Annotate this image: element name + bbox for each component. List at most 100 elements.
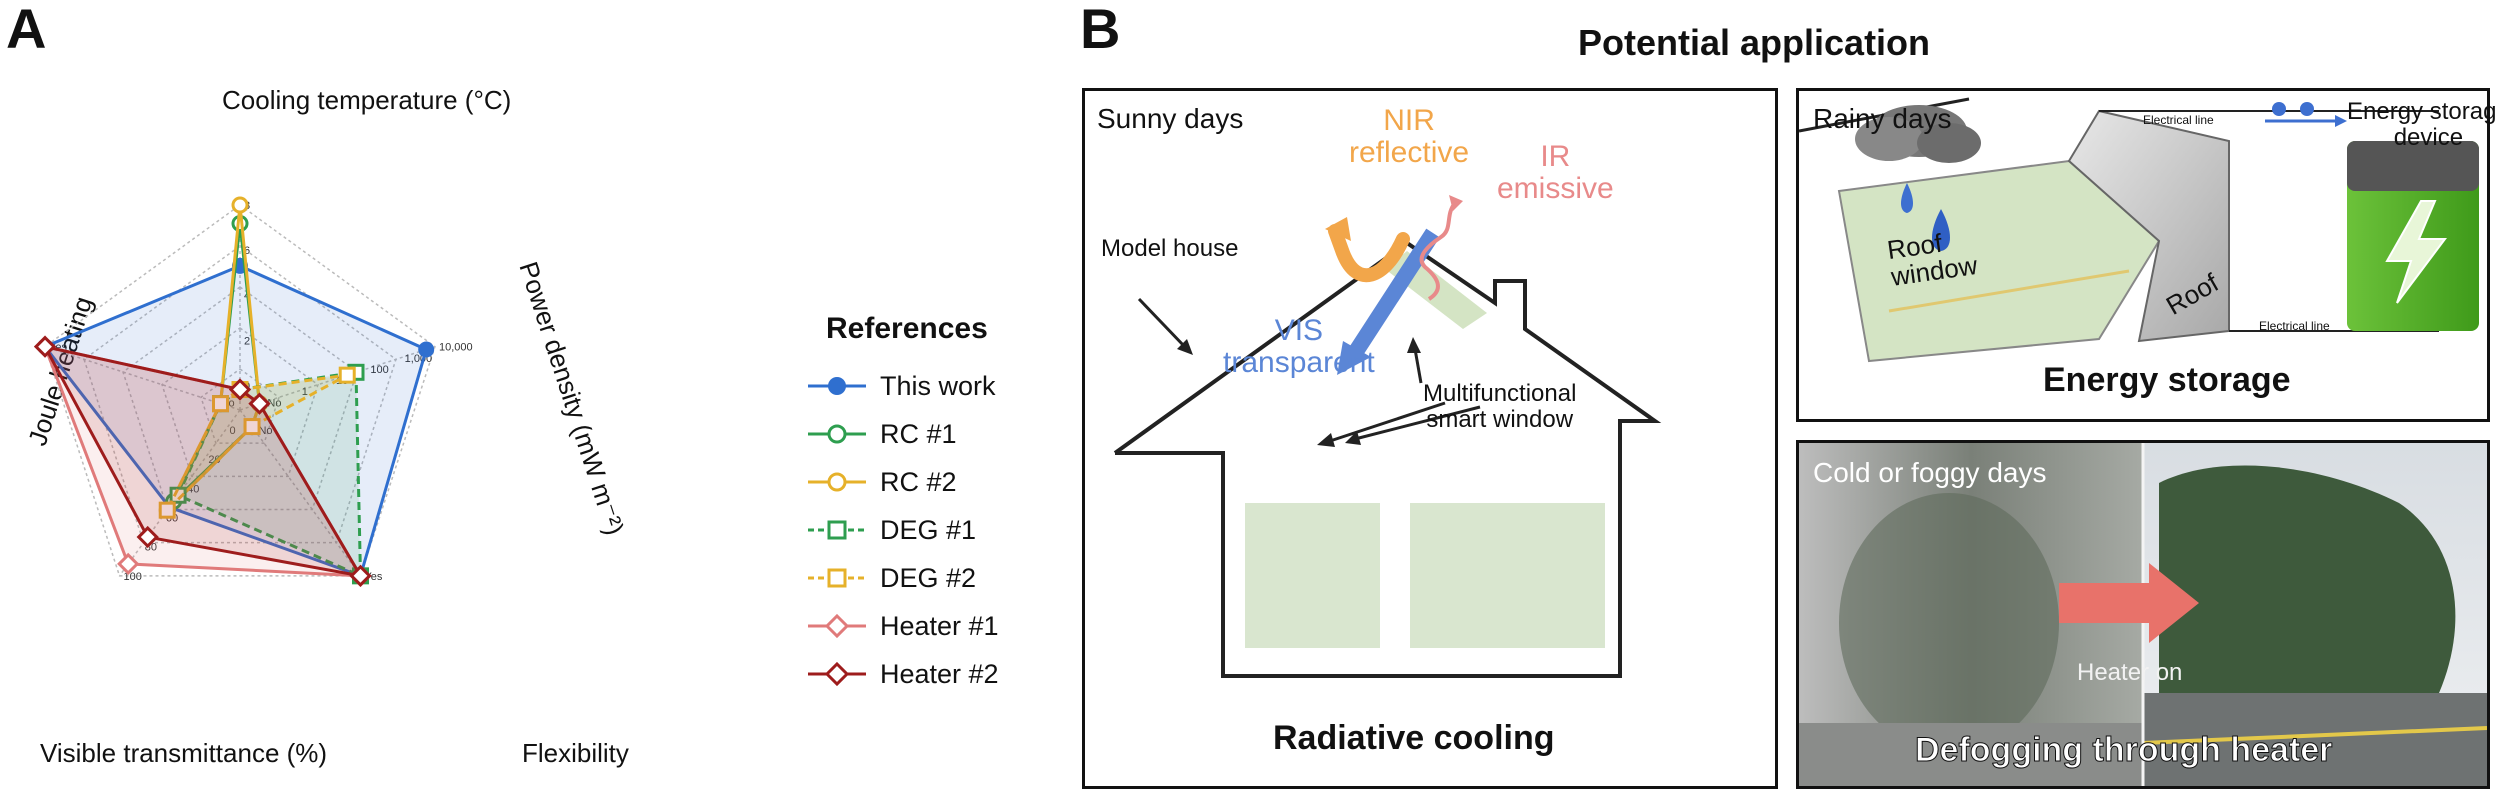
radar-point (248, 392, 271, 415)
rainy-days-panel: Rainy days Energy storage device Electri… (1796, 88, 2495, 422)
legend-item: DEG #2 (806, 558, 976, 598)
legend-item: DEG #1 (806, 510, 976, 550)
panel-b-title: Potential application (1578, 22, 1931, 63)
rain-drop-1 (1901, 183, 1913, 213)
radar-point (33, 335, 57, 358)
legend-label: RC #2 (880, 466, 957, 497)
legend-label: Heater #1 (880, 610, 999, 641)
nir-arrow (1328, 224, 1410, 283)
radar-point (338, 366, 356, 384)
cold-illustration (1799, 443, 2487, 786)
cold-title: Cold or foggy days (1813, 457, 2047, 488)
legend-item: This work (806, 366, 996, 406)
legend-swatch (808, 520, 866, 540)
legend-label: This work (880, 370, 996, 401)
wall-window-right (1410, 503, 1605, 648)
nir-label-line2: reflective (1349, 135, 1470, 169)
electrical-line-bottom-label: Electrical line (2259, 319, 2330, 333)
legend-swatch (808, 424, 866, 444)
radar-point (418, 341, 435, 358)
legend-label: Heater #2 (880, 658, 999, 689)
radar-point (349, 564, 372, 587)
radar-grid-ring (161, 327, 319, 478)
axis-label-cooling: Cooling temperature (°C) (222, 85, 512, 115)
legend-swatch (808, 613, 866, 639)
wall-window-left (1245, 503, 1380, 648)
radar-point (158, 501, 176, 519)
radar-tick-label: No (258, 425, 272, 437)
heater-on-label: Heater on (2077, 659, 2183, 686)
rainy-caption: Energy storage (2043, 361, 2291, 399)
legend-swatch (808, 472, 866, 492)
radar-tick-label: 20 (208, 454, 220, 466)
radar-series-this-work (42, 264, 428, 578)
smart-window-label: Multifunctional smart window (1423, 380, 1577, 434)
radar-tick-label: 2 (244, 335, 250, 347)
roof-window-label: Roof window (1885, 225, 1979, 292)
radar-point (117, 552, 140, 576)
radar-point (169, 486, 187, 504)
smart-window-label-line2: smart window (1426, 406, 1574, 434)
ir-wave (1419, 201, 1457, 301)
device-label-line1: Energy storage (2347, 98, 2495, 125)
radar-spoke (239, 409, 362, 577)
nir-label-line1: NIR (1383, 104, 1435, 137)
model-house-label: Model house (1101, 235, 1239, 262)
radar-tick-label: 100 (370, 364, 388, 376)
legend-swatch (808, 661, 866, 687)
rainy-title: Rainy days (1813, 103, 1952, 134)
legend-label: DEG #1 (880, 514, 977, 545)
vis-label-line1: VIS (1274, 314, 1324, 347)
radar-point (136, 525, 159, 549)
heater-arrow (2059, 583, 2149, 623)
ir-label: IR emissive (1497, 141, 1614, 204)
electron-1 (2272, 102, 2286, 116)
device-label: Energy storage device (2347, 98, 2495, 152)
sunny-title: Sunny days (1097, 103, 1244, 134)
radar-tick-label: 6 (244, 245, 250, 257)
radar-tick-label: 1 (302, 386, 308, 398)
legend-item: Heater #1 (806, 606, 999, 646)
sunny-illustration (1113, 195, 1662, 678)
vis-label: VIS transparent (1223, 315, 1375, 378)
house-outline (1113, 240, 1662, 678)
rainy-illustration (1799, 97, 2479, 363)
legend-title: References (826, 312, 988, 345)
panel-b-letter: B (1080, 0, 1121, 60)
sunny-caption: Radiative cooling (1273, 719, 1555, 757)
legend-item: RC #2 (806, 462, 957, 502)
radar-point (243, 418, 261, 436)
legend-label: RC #1 (880, 418, 957, 449)
vis-label-line2: transparent (1223, 345, 1375, 379)
radar-grid-ring (83, 245, 397, 544)
ir-label-line2: emissive (1497, 171, 1614, 205)
radar-tick-label: 0 (230, 425, 236, 437)
device-label-line2: device (2393, 124, 2464, 152)
smart-window-label-line1: Multifunctional (1423, 380, 1577, 407)
axis-label-flexibility: Flexibility (522, 738, 629, 768)
sunny-days-panel: Sunny days NIR reflective IR emissive Mo… (1082, 88, 1778, 789)
radar-point (231, 196, 249, 214)
legend-label: DEG #2 (880, 562, 977, 593)
radar-grid-ring (44, 204, 436, 577)
legend-swatch (808, 377, 866, 395)
lightning-icon (2385, 200, 2447, 304)
ir-label-line1: IR (1540, 140, 1571, 173)
legend-item: Heater #2 (806, 654, 999, 694)
radar-point (212, 395, 230, 413)
radar-tick-label: No (267, 397, 281, 409)
radar-chart: 02468No1101001,00010,000NoYes02040608010… (33, 196, 473, 587)
radar-grid-ring (122, 286, 358, 511)
panel-a-letter: A (6, 0, 47, 60)
vis-arrow (1348, 228, 1440, 358)
electron-2 (2300, 102, 2314, 116)
radar-spoke (44, 345, 241, 411)
radar-spoke (239, 345, 436, 411)
legend: This work RC #1 RC #2 DEG #1 DEG #2 Heater #1… (806, 366, 1066, 746)
radar-grid-ring (200, 368, 280, 444)
cold-caption: Defogging through heater (1914, 731, 2333, 770)
legend-swatch (808, 568, 866, 588)
axis-label-visible: Visible transmittance (%) (40, 738, 328, 768)
rain-drop-2 (1932, 209, 1950, 251)
radar-tick-label: 10,000 (439, 342, 473, 354)
